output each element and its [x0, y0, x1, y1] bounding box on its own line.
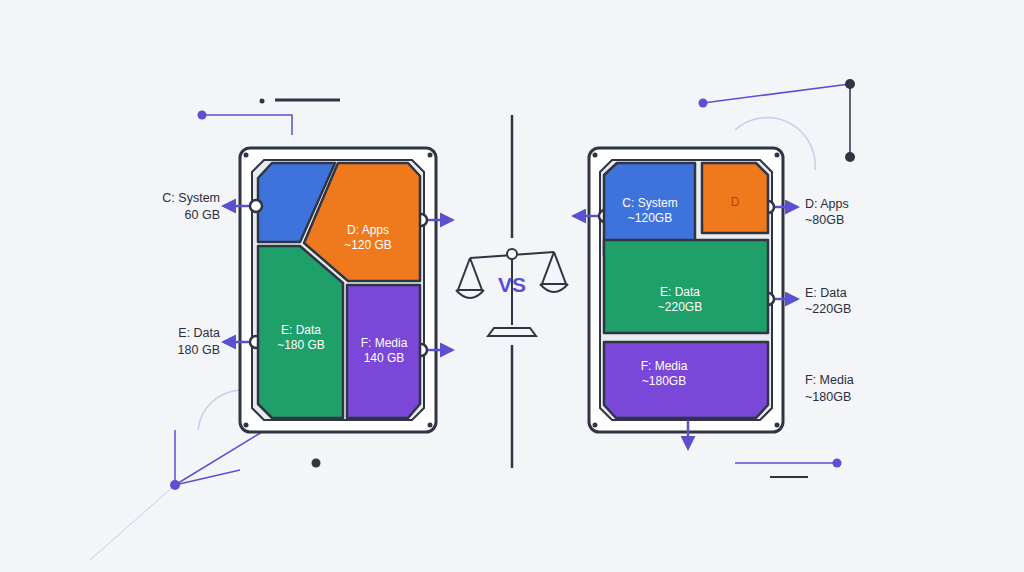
partition-name: D [731, 195, 740, 210]
partition-text: F: Media~180GB [641, 359, 688, 389]
partition-size: ~120 GB [344, 238, 392, 253]
partition-block: D [702, 163, 768, 233]
vs-label: VS [498, 273, 526, 297]
partition-callout: D: Apps [805, 196, 849, 212]
partition-size: ~180 GB [277, 338, 325, 353]
partition-callout: C: System [162, 190, 220, 206]
partition-size: 140 GB [361, 351, 408, 366]
partition-size: ~220GB [658, 300, 702, 315]
partition-callout: ~220GB [805, 301, 851, 317]
partition-callout: 180 GB [178, 342, 220, 358]
partition-callout: E: Data [805, 285, 847, 301]
partition-text: D [731, 195, 740, 210]
partition-name: C: System [622, 196, 677, 211]
partition-text: E: Data~220GB [658, 285, 702, 315]
partition-name: E: Data [658, 285, 702, 300]
partition-block: E: Data~220GB [604, 240, 768, 333]
partition-text: C: System~120GB [622, 196, 677, 226]
partition-block: F: Media~180GB [604, 342, 768, 418]
partition-name: F: Media [361, 336, 408, 351]
partition-size: ~180GB [641, 374, 688, 389]
partition-block: F: Media140 GB [347, 285, 420, 418]
partition-callout: ~80GB [805, 212, 844, 228]
partition-size: ~120GB [622, 211, 677, 226]
partition-callout: E: Data [178, 325, 220, 341]
partition-name: E: Data [277, 323, 325, 338]
partition-callout: 60 GB [185, 207, 220, 223]
partition-name: F: Media [641, 359, 688, 374]
partition-text: D: Apps~120 GB [344, 223, 392, 253]
partition-text: E: Data~180 GB [277, 323, 325, 353]
partition-block: E: Data~180 GB [258, 246, 343, 418]
partition-callout: ~180GB [805, 389, 851, 405]
partition-text: F: Media140 GB [361, 336, 408, 366]
partition-name: D: Apps [344, 223, 392, 238]
partition-callout: F: Media [805, 372, 854, 388]
